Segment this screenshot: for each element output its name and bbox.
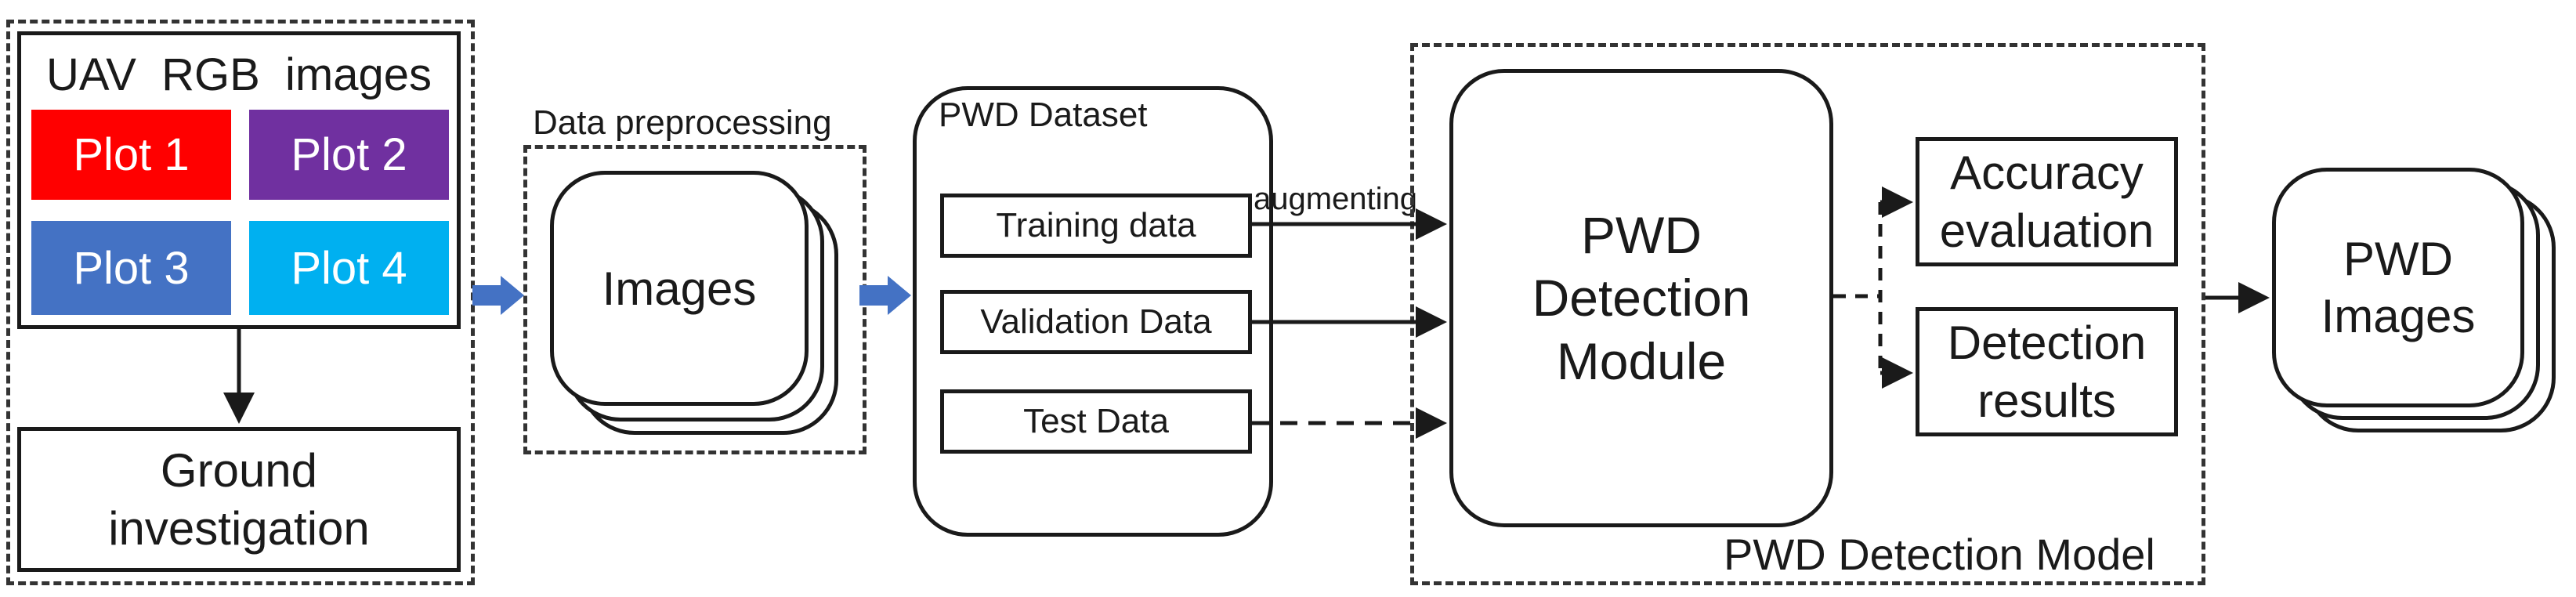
detection-results-label: Detection results (1947, 317, 2147, 427)
test-data-label: Test Data (1023, 402, 1169, 440)
test-data-box: Test Data (940, 389, 1252, 454)
dataset-arrow-icon (859, 276, 911, 315)
ground-investigation-label: Ground investigation (108, 444, 370, 555)
accuracy-evaluation-label: Accuracy evaluation (1939, 147, 2155, 257)
preprocessing-label: Data preprocessing (533, 103, 832, 142)
dataset-label: PWD Dataset (939, 96, 1148, 134)
plot-1-tile: Plot 1 (31, 110, 231, 200)
ground-investigation-box: Ground investigation (17, 427, 461, 572)
uav-images-title: UAV RGB images (45, 49, 432, 100)
plot-1-label: Plot 1 (73, 129, 190, 180)
accuracy-evaluation-box: Accuracy evaluation (1916, 137, 2178, 266)
plot-2-label: Plot 2 (291, 129, 407, 180)
training-data-box: Training data (940, 194, 1252, 258)
training-data-label: Training data (996, 206, 1196, 244)
detection-module-label: PWD Detection Module (1532, 205, 1751, 390)
plot-4-tile: Plot 4 (249, 221, 449, 315)
images-label: Images (602, 262, 757, 315)
images-stack-front: Images (550, 171, 809, 406)
preprocess-arrow-icon (472, 276, 524, 315)
validation-data-label: Validation Data (980, 302, 1212, 341)
plot-2-tile: Plot 2 (249, 110, 449, 200)
detection-module-box: PWD Detection Module (1449, 69, 1833, 527)
detection-model-frame (1410, 43, 2205, 585)
plot-4-label: Plot 4 (291, 242, 407, 294)
augmenting-label: augmenting (1254, 182, 1418, 216)
plot-3-tile: Plot 3 (31, 221, 231, 315)
output-stack-front: PWD Images (2272, 168, 2524, 407)
output-label: PWD Images (2321, 232, 2476, 342)
validation-data-box: Validation Data (940, 290, 1252, 354)
plot-3-label: Plot 3 (73, 242, 190, 294)
detection-model-label: PWD Detection Model (1724, 530, 2155, 579)
detection-results-box: Detection results (1916, 307, 2178, 436)
